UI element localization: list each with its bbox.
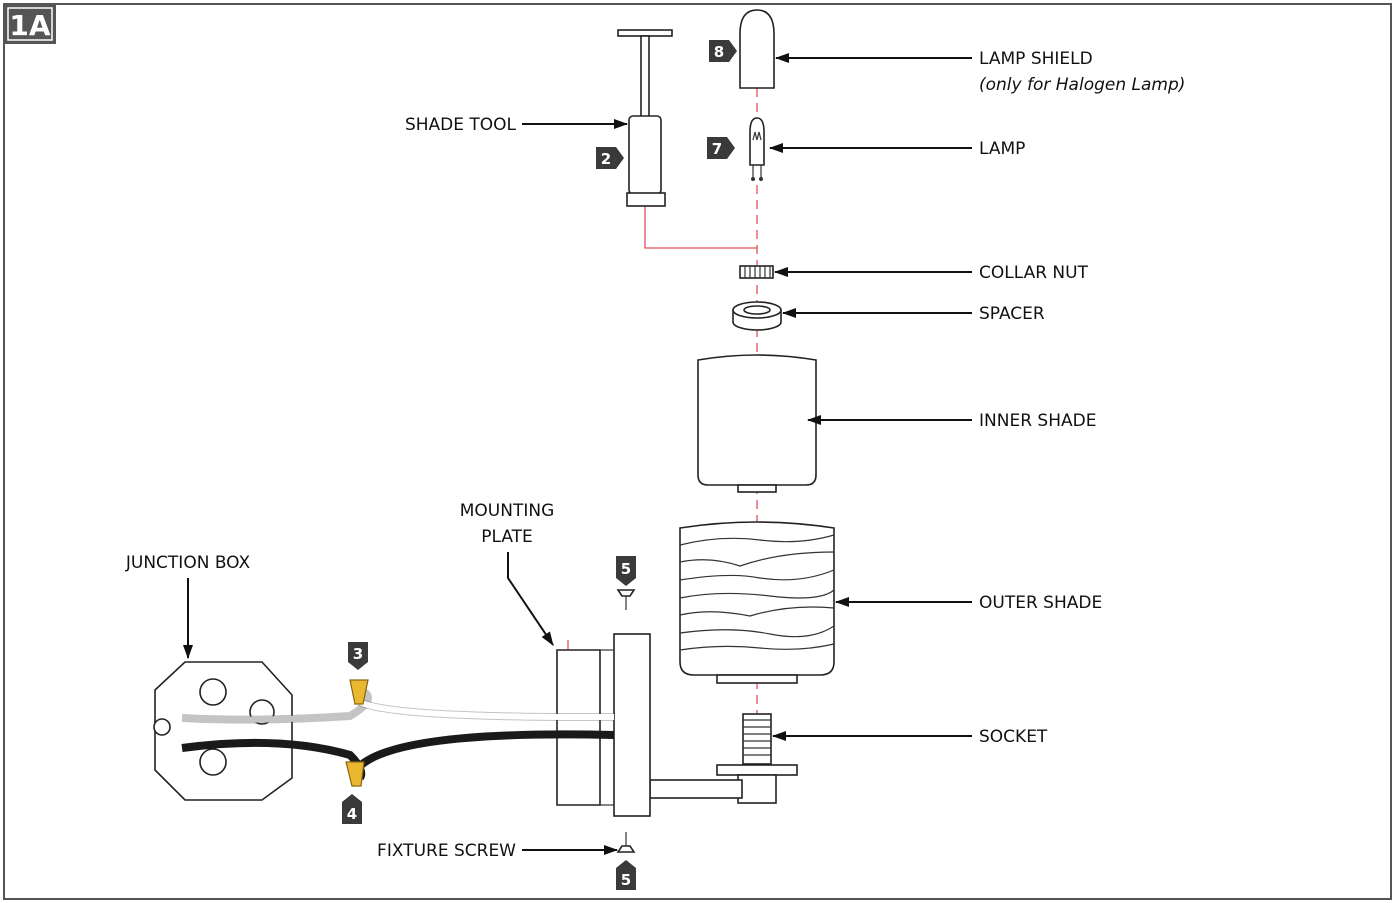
label-junction-box: JUNCTION BOX bbox=[125, 553, 251, 573]
lamp-shield bbox=[739, 9, 775, 89]
shade-tool bbox=[617, 29, 673, 207]
socket-assembly bbox=[649, 713, 798, 804]
svg-text:3: 3 bbox=[353, 645, 363, 663]
spacer bbox=[732, 301, 782, 331]
badge-lamp-shield: 8 bbox=[709, 40, 737, 62]
fixture-screw-bottom bbox=[616, 832, 636, 853]
svg-text:8: 8 bbox=[714, 43, 724, 61]
label-shade-tool: SHADE TOOL bbox=[405, 115, 517, 135]
label-collar-nut: COLLAR NUT bbox=[979, 263, 1089, 283]
svg-text:7: 7 bbox=[712, 140, 722, 158]
label-lamp-shield-note: (only for Halogen Lamp) bbox=[979, 75, 1185, 95]
fixture-screw-top bbox=[616, 589, 636, 610]
halogen-lamp bbox=[749, 117, 765, 181]
label-fixture-screw: FIXTURE SCREW bbox=[377, 841, 516, 861]
label-spacer: SPACER bbox=[979, 304, 1045, 324]
badge-screw-bottom: 5 bbox=[616, 860, 636, 890]
badge-screw-top: 5 bbox=[616, 556, 636, 586]
badge-shade-tool: 2 bbox=[596, 147, 624, 169]
badge-lamp: 7 bbox=[707, 137, 735, 159]
figure-tag: 1A bbox=[4, 4, 56, 44]
svg-text:5: 5 bbox=[621, 560, 631, 578]
junction-box bbox=[153, 661, 293, 801]
wire-nut-top bbox=[349, 679, 369, 705]
label-mounting-plate-line1: MOUNTING bbox=[460, 501, 555, 521]
label-lamp-shield: LAMP SHIELD bbox=[979, 49, 1093, 69]
label-mounting-plate-line2: PLATE bbox=[481, 527, 533, 547]
badge-wire-nut-bottom: 4 bbox=[342, 794, 362, 824]
figure-frame bbox=[3, 3, 1392, 900]
mounting-plate bbox=[556, 633, 651, 817]
label-inner-shade: INNER SHADE bbox=[979, 411, 1096, 431]
wire-nut-bottom bbox=[345, 761, 365, 787]
badge-wire-nut-top: 3 bbox=[348, 642, 368, 670]
label-socket: SOCKET bbox=[979, 727, 1048, 747]
outer-shade bbox=[679, 521, 835, 684]
svg-text:5: 5 bbox=[621, 871, 631, 889]
figure-tag-text: 1A bbox=[9, 9, 50, 42]
svg-text:2: 2 bbox=[601, 150, 611, 168]
collar-nut bbox=[739, 265, 774, 279]
white-wires bbox=[181, 686, 615, 724]
label-lamp: LAMP bbox=[979, 139, 1025, 159]
label-outer-shade: OUTER SHADE bbox=[979, 593, 1102, 613]
svg-text:4: 4 bbox=[347, 805, 357, 823]
inner-shade bbox=[697, 354, 817, 493]
leader-lines bbox=[183, 53, 972, 855]
